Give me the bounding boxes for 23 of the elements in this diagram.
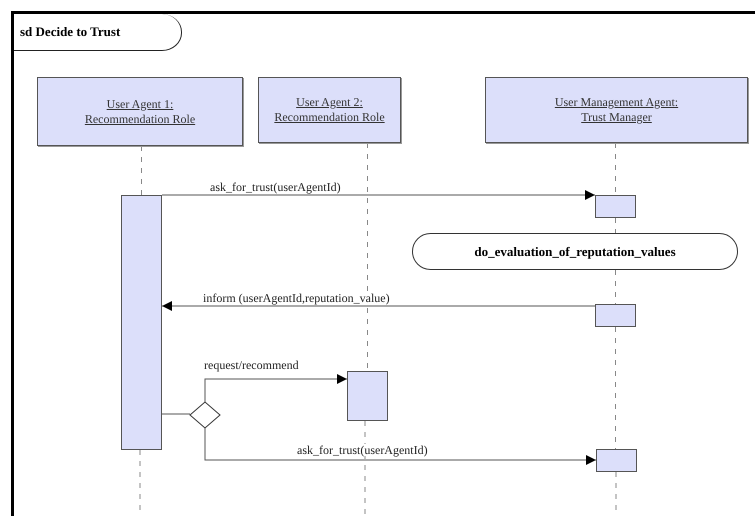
message-arrow (162, 190, 596, 200)
lifeline-name: User Agent 2: Recommendation Role (273, 95, 386, 125)
lifeline-head (485, 77, 748, 143)
message-label: request/recommend (204, 359, 299, 371)
lifeline-name: User Management Agent: Trust Manager (554, 95, 680, 125)
activation-bar (347, 371, 388, 421)
frame-title: sd Decide to Trust (14, 14, 182, 51)
lifeline-name: User Agent 1: Recommendation Role (84, 96, 196, 126)
message-arrow (162, 301, 596, 311)
activation-bar (595, 304, 636, 327)
message-arrow (204, 374, 348, 402)
message-label: ask_for_trust(userAgentId) (297, 444, 428, 456)
decision-diamond (189, 401, 221, 429)
message-arrow (204, 428, 596, 465)
lifeline-head (37, 77, 243, 146)
message-label: inform (userAgentId,reputation_value) (203, 292, 390, 304)
state-box (412, 233, 738, 270)
lifeline-head (258, 77, 401, 143)
activation-bar (596, 449, 637, 472)
activation-bar (595, 195, 636, 218)
activation-bar (121, 195, 162, 450)
message-label: ask_for_trust(userAgentId) (210, 181, 341, 193)
state-label: do_evaluation_of_reputation_values (474, 244, 676, 260)
